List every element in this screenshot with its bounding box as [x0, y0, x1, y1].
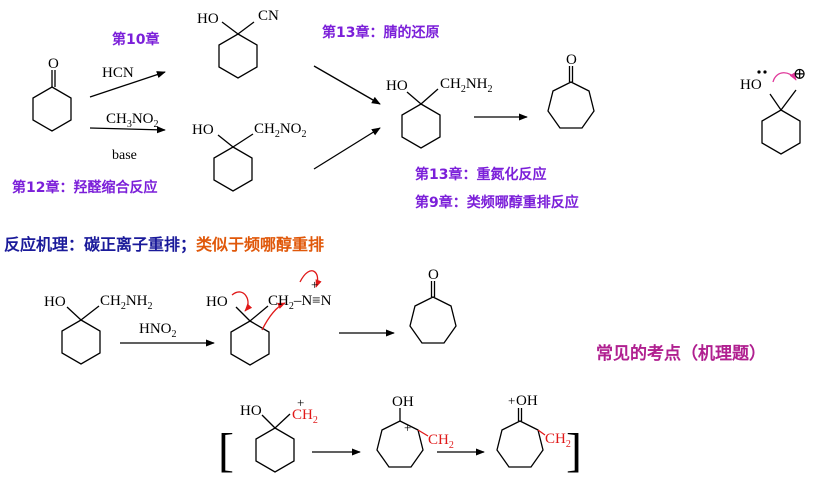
primary-carbocation — [255, 413, 295, 473]
lone-pair-dots — [757, 70, 767, 74]
group-ch2-ring-expanded: CH2 — [428, 432, 454, 451]
atom-ho-diazonium: HO — [206, 294, 228, 310]
amino-alcohol-structure — [401, 88, 441, 149]
reagent-base: base — [112, 148, 137, 163]
atom-ho-cyanohydrin: HO — [197, 11, 219, 27]
amino-alcohol-mechanism — [61, 305, 101, 365]
atom-oh-oxocarbenium: OH — [516, 393, 538, 409]
ring-expanded-carbocation — [376, 408, 429, 468]
group-ch2no2: CH2NO2 — [254, 121, 307, 140]
charge-plus-primary-cation: + — [297, 395, 304, 410]
curved-arrow-oxygen — [231, 291, 253, 312]
arrow-nitromethane — [89, 126, 166, 134]
atom-ho-nitro: HO — [192, 122, 214, 138]
atom-oh-ring-expanded: OH — [392, 394, 414, 410]
charge-plus-oxocarbenium: + — [508, 393, 515, 408]
group-ch2-primary-cation: CH2 — [292, 407, 318, 426]
diazonium-intermediate — [230, 305, 270, 366]
reagent-hcn: HCN — [102, 65, 134, 81]
mechanism-title: 反应机理：碳正离子重排； — [4, 235, 197, 254]
label-chapter-13-nitrile-reduction: 第13章：腈的还原 — [322, 25, 440, 41]
bracket-right: ] — [566, 424, 582, 477]
atom-ho-amino: HO — [386, 78, 408, 94]
group-ch2-diazonium: CH2–N≡N — [268, 293, 332, 312]
atom-ho-mech: HO — [44, 294, 66, 310]
atom-ho-carbocation: HO — [740, 77, 762, 93]
curved-arrow-nitrogen-loss — [299, 270, 322, 288]
key-point-label: 常见的考点（机理题） — [596, 344, 766, 364]
reagent-hno2: HNO2 — [139, 321, 177, 340]
charge-plus-diazonium: + — [311, 277, 318, 292]
atom-ho-primary-cation: HO — [240, 403, 262, 419]
bracket-left: [ — [218, 424, 234, 477]
nitro-alcohol-structure — [213, 133, 254, 192]
mechanism-analogy: 类似于频哪醇重排 — [196, 235, 325, 254]
charge-oplus: ⊕ — [793, 66, 806, 83]
cyanohydrin-structure — [218, 21, 258, 79]
cycloheptanone-product-top — [547, 66, 595, 129]
label-chapter-10: 第10章 — [112, 32, 160, 48]
atom-o-product-mech: O — [428, 267, 439, 283]
cycloheptanone-product-mechanism — [409, 281, 457, 344]
curved-arrow-carbocation — [772, 72, 797, 83]
charge-plus-ring-expanded: + — [404, 420, 411, 435]
label-chapter-13-diazotization: 第13章：重氮化反应 — [415, 167, 547, 183]
group-ch2nh2-mech: CH2NH2 — [100, 293, 153, 312]
label-chapter-9-pinacol-like: 第9章：类频哪醇重排反应 — [415, 195, 579, 211]
atom-o-start: O — [48, 56, 59, 72]
arrow-nitrile-reduction — [313, 65, 381, 105]
arrow-hcn — [89, 71, 166, 98]
mechanism-title-line: 反应机理：碳正离子重排；类似于频哪醇重排 — [4, 237, 324, 253]
group-cn: CN — [258, 8, 279, 24]
oxocarbenium — [496, 408, 546, 468]
label-chapter-12-aldol: 第12章：羟醛缩合反应 — [12, 180, 158, 196]
cyclohexanone-start — [32, 70, 72, 132]
group-ch2-oxocarbenium: CH2 — [545, 431, 571, 450]
group-ch2nh2: CH2NH2 — [440, 76, 493, 95]
atom-o-product-top: O — [566, 52, 577, 68]
curved-arrow-migration — [261, 302, 286, 331]
arrow-nitro-reduction — [313, 127, 381, 170]
carbocation-sketch — [761, 89, 801, 155]
reagent-nitromethane: CH3NO2 — [106, 111, 159, 130]
